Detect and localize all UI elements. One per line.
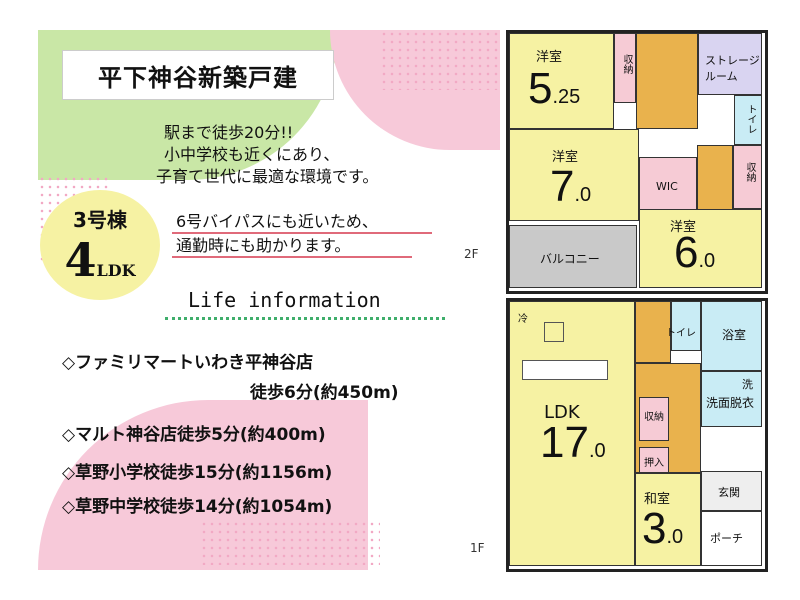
underline xyxy=(172,232,432,234)
catch-line: 駅まで徒歩20分!! xyxy=(164,123,294,142)
room-ldk: 冷 LDK 17.0 xyxy=(509,301,635,566)
floorplan-2f: 洋室 5.25 収納 ストレージルーム トイレ 洋室 7.0 WIC 収納 洋室… xyxy=(506,30,768,294)
room-2f-r3: 洋室 6.0 xyxy=(639,209,762,288)
stairs-1f xyxy=(635,301,671,363)
building-badge: 3号棟 4LDK xyxy=(40,190,160,300)
toilet-1f: トイレ xyxy=(666,301,701,351)
closet-1f: 収納 xyxy=(639,397,669,441)
stairs-2f xyxy=(636,33,698,129)
ldk-type: 4LDK xyxy=(64,233,135,287)
catch-line: 通勤時にも助かります。 xyxy=(176,236,351,255)
ldk-number: 4 xyxy=(64,232,97,287)
floor-label-1f: 1F xyxy=(462,540,493,556)
catch-copy-2: 6号バイパスにも近いため、 通勤時にも助かります。 xyxy=(176,210,456,258)
floorplan-1f: 冷 LDK 17.0 トイレ 浴室 収納 押入 洗 洗面脱衣 和室 3.0 玄関… xyxy=(506,298,768,572)
hall-2f xyxy=(697,145,733,215)
catch-copy: 駅まで徒歩20分!! 小中学校も近くにあり、 子育て世代に最適な環境です。 xyxy=(156,122,484,188)
info-line: 徒歩6分(約450m) xyxy=(250,383,399,403)
catch-line: 小中学校も近くにあり、 xyxy=(164,145,340,164)
genkan: 玄関 xyxy=(701,471,762,511)
porch: ポーチ xyxy=(701,511,762,566)
closet-2f-1: 収納 xyxy=(614,33,636,103)
underline xyxy=(172,256,412,258)
catch-line: 子育て世代に最適な環境です。 xyxy=(156,167,379,186)
floor-label-2f: 2F xyxy=(456,246,487,262)
info-line: ◇草野中学校徒歩14分(約1054m) xyxy=(62,497,333,517)
room-2f-r2: 洋室 7.0 xyxy=(509,129,639,221)
bg-dots-bottom xyxy=(200,520,380,565)
room-2f-r1: 洋室 5.25 xyxy=(509,33,614,129)
bathroom: 浴室 xyxy=(701,301,762,371)
wic: WIC xyxy=(639,157,697,213)
oshiire: 押入 xyxy=(639,447,669,473)
info-line: ◇草野小学校徒歩15分(約1156m) xyxy=(62,463,333,483)
building-number: 3号棟 xyxy=(73,207,127,232)
life-info-title: Life information xyxy=(188,288,381,312)
toilet-2f: トイレ xyxy=(734,95,762,145)
catch-line: 6号バイパスにも近いため、 xyxy=(176,212,378,231)
info-line: ◇マルト神谷店徒歩5分(約400m) xyxy=(62,425,326,445)
bg-dots xyxy=(380,30,500,90)
balcony: バルコニー xyxy=(509,225,637,288)
closet-2f-2: 収納 xyxy=(733,145,762,209)
ldk-suffix: LDK xyxy=(96,260,136,280)
room-washitsu: 和室 3.0 xyxy=(635,473,701,566)
info-line: ◇ファミリマートいわき平神谷店 xyxy=(62,353,314,373)
washroom: 洗 洗面脱衣 xyxy=(701,371,762,427)
kitchen-counter xyxy=(522,360,608,380)
page-title: 平下神谷新築戸建 xyxy=(62,50,334,100)
storage-room: ストレージルーム xyxy=(698,33,762,95)
fridge-box xyxy=(544,322,564,342)
dotted-divider xyxy=(165,317,445,320)
